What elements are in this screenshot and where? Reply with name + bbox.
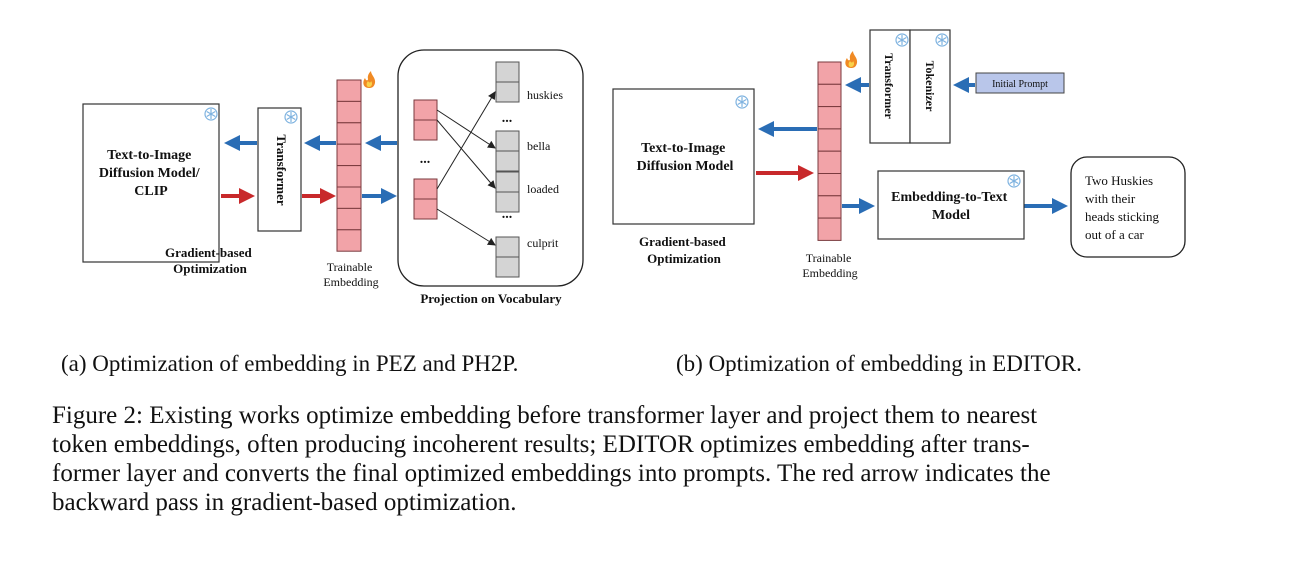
svg-text:Embedding-to-Text Model: Embedding-to-Text Model: [891, 190, 1011, 223]
projection-lines: [436, 91, 496, 246]
svg-text:Text-to-Image Diffusion: Text-to-Image Diffusion Model/ CLIP: [99, 148, 203, 199]
output-text: Two Huskies: [1085, 173, 1153, 188]
svg-text:Text-to-Image Diffusion: Text-to-Image Diffusion Model: [637, 141, 734, 174]
embedding-label: Trainable: [806, 251, 852, 265]
subcaption-a: (a) Optimization of embedding in PEZ and…: [61, 351, 519, 376]
svg-text:Gradient-based Optimizat: Gradient-based Optimization: [165, 245, 255, 276]
output-text: heads sticking: [1085, 209, 1160, 224]
diffusion-label: Text-to-Image: [107, 148, 191, 163]
diffusion-model-box: [82, 103, 220, 263]
tokenizer-label: Tokenizer: [923, 61, 937, 113]
embedding-label: Embedding: [323, 275, 378, 289]
caption-line: Figure 2: Existing works optimize embedd…: [52, 402, 1038, 429]
figure-caption: Figure 2: Existing works optimize embedd…: [52, 401, 1252, 517]
diffusion-label: Text-to-Image: [641, 141, 725, 156]
vocab-word: loaded: [527, 182, 559, 196]
gradient-label: Gradient-based: [639, 234, 726, 249]
caption-line: token embeddings, often producing incohe…: [52, 431, 1030, 458]
transformer-label: Transformer: [274, 134, 289, 205]
embedding-to-text-label: Model: [932, 208, 970, 223]
caption-line: backward pass in gradient-based optimiza…: [52, 489, 517, 516]
svg-text:Trainable Embedding: Trainable Embedding: [802, 251, 857, 280]
initial-prompt-label: Initial Prompt: [992, 79, 1048, 90]
diffusion-label: Diffusion Model/: [99, 166, 201, 181]
gradient-label: Optimization: [173, 261, 247, 276]
trainable-embedding-column: [817, 61, 842, 241]
svg-text:Gradient-based Optimizat: Gradient-based Optimization: [639, 234, 729, 266]
panel-b: Text-to-Image Diffusion Model Gradient-b…: [612, 29, 1186, 280]
transformer-box: [257, 107, 302, 232]
panel-a: Text-to-Image Diffusion Model/ CLIP Tran…: [82, 49, 584, 306]
vocabulary-embeddings: [495, 61, 520, 278]
diffusion-label: CLIP: [134, 184, 168, 199]
gradient-label: Optimization: [647, 251, 721, 266]
embedding-label: Trainable: [327, 260, 373, 274]
subcaption-b: (b) Optimization of embedding in EDITOR.: [676, 351, 1082, 376]
embedding-to-text-label: Embedding-to-Text: [891, 190, 1008, 205]
svg-text:Two Huskies with their: Two Huskies with their heads sticking ou…: [1085, 173, 1162, 242]
vocab-word: culprit: [527, 236, 559, 250]
transformer-label: Transformer: [882, 53, 896, 119]
vocab-word: bella: [527, 139, 551, 153]
gradient-label: Gradient-based: [165, 245, 252, 260]
ellipsis: ...: [502, 207, 513, 222]
projection-box: [397, 49, 584, 287]
ellipsis: ...: [502, 111, 513, 126]
svg-text:huskies bella load: huskies bella loaded culprit: [527, 88, 566, 250]
figure-diagram: Text-to-Image Diffusion Model/ CLIP Tran…: [82, 29, 1186, 306]
ellipsis: ...: [420, 152, 431, 167]
vocab-word: huskies: [527, 88, 563, 102]
initial-prompt-box: [975, 72, 1065, 94]
embedding-label: Embedding: [802, 266, 857, 280]
output-prompt-box: [1070, 156, 1186, 258]
svg-text:Trainable Embedding: Trainable Embedding: [323, 260, 378, 289]
caption-line: former layer and converts the final opti…: [52, 460, 1051, 487]
diffusion-label: Diffusion Model: [637, 159, 734, 174]
tokenizer-box: [909, 29, 951, 144]
trainable-embedding-column: [336, 79, 362, 252]
embedding-to-text-box: [877, 170, 1025, 240]
output-text: with their: [1085, 191, 1136, 206]
transformer-box: [869, 29, 911, 144]
projection-title: Projection on Vocabulary: [420, 291, 562, 306]
output-text: out of a car: [1085, 227, 1145, 242]
diffusion-model-box: [612, 88, 755, 225]
flame-icon: [845, 51, 858, 68]
flame-icon: [363, 71, 376, 88]
